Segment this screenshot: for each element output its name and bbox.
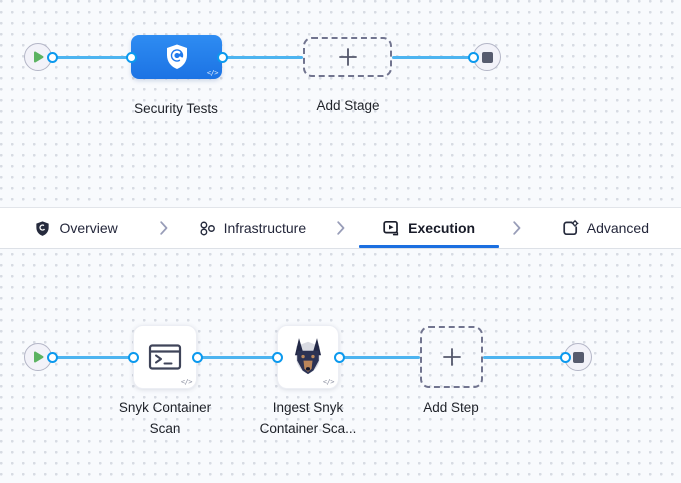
plus-icon [338,48,357,66]
tab-label: Overview [59,220,118,236]
tab-label: Execution [408,220,476,236]
play-icon [34,51,44,63]
connector-port [46,351,58,363]
step-node-ingest-snyk[interactable]: </> [277,325,339,389]
connector-line [52,56,131,59]
infrastructure-icon [200,221,215,235]
tab-separator [329,208,353,248]
chevron-right-icon [160,221,168,235]
connector-line [52,356,133,359]
plus-icon [442,348,461,366]
add-stage-label: Add Stage [316,98,380,113]
security-shield-icon [166,44,187,69]
tab-separator [152,208,176,248]
connector-line [483,356,565,359]
connector-port [559,351,571,363]
connector-port [46,51,58,63]
step-node-snyk-container-scan[interactable]: </> [133,325,197,389]
connector-port [271,351,283,363]
connector-port [333,351,345,363]
execution-start-node [24,343,52,371]
connector-line [339,356,420,359]
tab-overview[interactable]: Overview [0,208,152,248]
stop-icon [572,351,584,363]
execution-icon [383,220,399,236]
connector-line [197,356,277,359]
connector-port [127,351,139,363]
step-label: Ingest Snyk Container Sca... [259,400,357,436]
tab-label: Advanced [586,220,650,236]
shield-icon [36,220,50,236]
connector-line [392,56,473,59]
tab-advanced[interactable]: Advanced [529,208,681,248]
add-stage-button[interactable] [303,37,392,77]
active-tab-indicator [358,245,499,248]
terminal-icon [148,344,182,370]
connector-port [191,351,203,363]
connector-line [222,56,303,59]
add-step-label: Add Step [423,400,479,415]
chevron-right-icon [513,221,521,235]
step-label: Snyk Container Scan [118,400,212,436]
yaml-code-badge: </> [322,378,335,386]
tab-execution[interactable]: Execution [353,208,505,248]
chevron-right-icon [336,221,344,235]
stage-label: Security Tests [134,101,218,116]
yaml-code-badge: </> [180,378,193,386]
connector-port [216,51,228,63]
tab-label: Infrastructure [223,220,307,236]
stop-icon [481,51,493,63]
snyk-dog-icon [294,338,322,375]
tab-separator [505,208,529,248]
yaml-code-badge: </> [206,69,219,77]
connector-port [467,51,479,63]
stage-node-security-tests[interactable]: </> [131,35,222,79]
tab-infrastructure[interactable]: Infrastructure [176,208,328,248]
add-step-button[interactable] [420,326,483,388]
stage-config-tabbar: Overview Infrastructure [0,207,681,249]
play-icon [34,351,44,363]
connector-port [125,51,137,63]
advanced-icon [563,219,579,236]
